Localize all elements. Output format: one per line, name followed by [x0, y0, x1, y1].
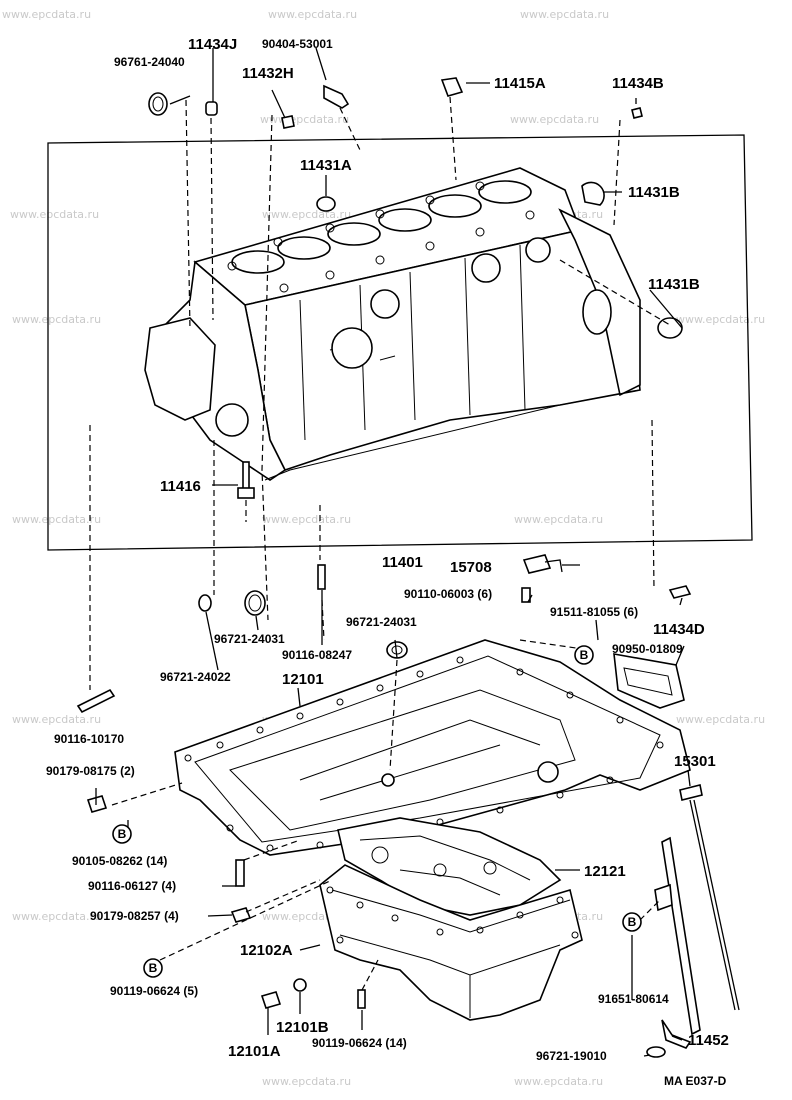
b-marker-label: B	[118, 827, 127, 841]
part-label-11431b-mid: 11431B	[648, 276, 700, 293]
b-marker	[112, 824, 132, 844]
part-label-12101b: 12101B	[276, 1019, 329, 1036]
part-label-11432h: 11432H	[242, 65, 294, 82]
watermark-text: www.epcdata.ru	[262, 513, 351, 526]
watermark-text: www.epcdata.ru	[260, 113, 349, 126]
part-label-12101: 12101	[282, 671, 324, 688]
b-marker	[143, 958, 163, 978]
dipstick-drawing	[646, 784, 740, 1058]
part-label-11452: 11452	[688, 1032, 729, 1049]
watermark-text: www.epcdata.ru	[520, 8, 609, 21]
watermark-text: www.epcdata.ru	[12, 910, 101, 923]
part-label-11416: 11416	[160, 478, 201, 495]
part-label-90950-01809: 90950-01809	[612, 642, 683, 656]
watermark-text: www.epcdata.ru	[12, 713, 101, 726]
leader-lines-lower	[95, 564, 691, 1057]
watermark-text: www.epcdata.ru	[676, 313, 765, 326]
part-label-90110-06003: 90110-06003 (6)	[404, 587, 492, 601]
oil-pan-upper-drawing	[174, 639, 691, 856]
part-label-90404-53001: 90404-53001	[262, 37, 333, 51]
part-label-96721-24031-right: 96721-24031	[346, 615, 417, 629]
part-label-91651-80614: 91651-80614	[598, 992, 669, 1006]
oil-pan-lower-drawing	[319, 864, 583, 1021]
part-label-90179-08175: 90179-08175 (2)	[46, 764, 135, 778]
part-label-15708: 15708	[450, 559, 492, 576]
block-small-parts	[148, 77, 683, 499]
watermark-text: www.epcdata.ru	[2, 8, 91, 21]
part-label-96721-24031-left: 96721-24031	[214, 632, 285, 646]
part-label-90116-08247: 90116-08247	[282, 648, 352, 662]
watermark-text: www.epcdata.ru	[10, 208, 99, 221]
b-marker-label: B	[628, 915, 637, 929]
b-marker	[622, 912, 642, 932]
b-marker-label: B	[149, 961, 158, 975]
part-label-11434d: 11434D	[653, 621, 705, 638]
watermark-text: www.epcdata.ru	[514, 513, 603, 526]
part-label-12121: 12121	[584, 863, 626, 880]
part-label-90179-08257: 90179-08257 (4)	[90, 909, 179, 923]
part-label-11431b-top: 11431B	[628, 184, 680, 201]
diagram-code: MA E037-D	[664, 1074, 727, 1088]
part-label-11431a: 11431A	[300, 157, 352, 174]
watermark-text: www.epcdata.ru	[268, 8, 357, 21]
part-label-12102a: 12102A	[240, 942, 293, 959]
part-label-11415a: 11415A	[494, 75, 546, 92]
b-markers: B B B B	[112, 645, 642, 978]
part-label-11434j: 11434J	[188, 36, 237, 53]
watermark-text: www.epcdata.ru	[676, 713, 765, 726]
watermark-text: www.epcdata.ru	[12, 513, 101, 526]
part-labels: 96761-24040 11434J 90404-53001 11432H 11…	[46, 36, 729, 1088]
part-label-11434b: 11434B	[612, 75, 664, 92]
part-label-96721-19010: 96721-19010	[536, 1049, 607, 1063]
part-label-90116-10170: 90116-10170	[54, 732, 124, 746]
b-marker	[574, 645, 594, 665]
lower-small-parts	[76, 554, 692, 1009]
b-marker-label: B	[580, 648, 589, 662]
watermark-text: www.epcdata.ru	[262, 208, 351, 221]
part-label-96721-24022: 96721-24022	[160, 670, 231, 684]
watermark-text: www.epcdata.ru	[514, 1075, 603, 1088]
watermark-text: www.epcdata.ru	[262, 1075, 351, 1088]
part-label-15301: 15301	[674, 753, 716, 770]
cylinder-block-frame	[47, 134, 753, 551]
part-label-91511-81055: 91511-81055 (6)	[550, 605, 638, 619]
watermark-text: www.epcdata.ru	[510, 113, 599, 126]
part-label-90116-06127: 90116-06127 (4)	[88, 879, 176, 893]
part-label-12101a: 12101A	[228, 1043, 281, 1060]
part-label-90119-06624-5: 90119-06624 (5)	[110, 984, 198, 998]
cylinder-block-drawing	[144, 167, 641, 481]
part-label-96761-24040: 96761-24040	[114, 55, 185, 69]
part-label-90119-06624-14: 90119-06624 (14)	[312, 1036, 407, 1050]
part-label-11401: 11401	[382, 554, 423, 571]
watermark-text: www.epcdata.ru	[12, 313, 101, 326]
part-label-90105-08262: 90105-08262 (14)	[72, 854, 167, 868]
leader-lines-upper	[89, 47, 683, 690]
